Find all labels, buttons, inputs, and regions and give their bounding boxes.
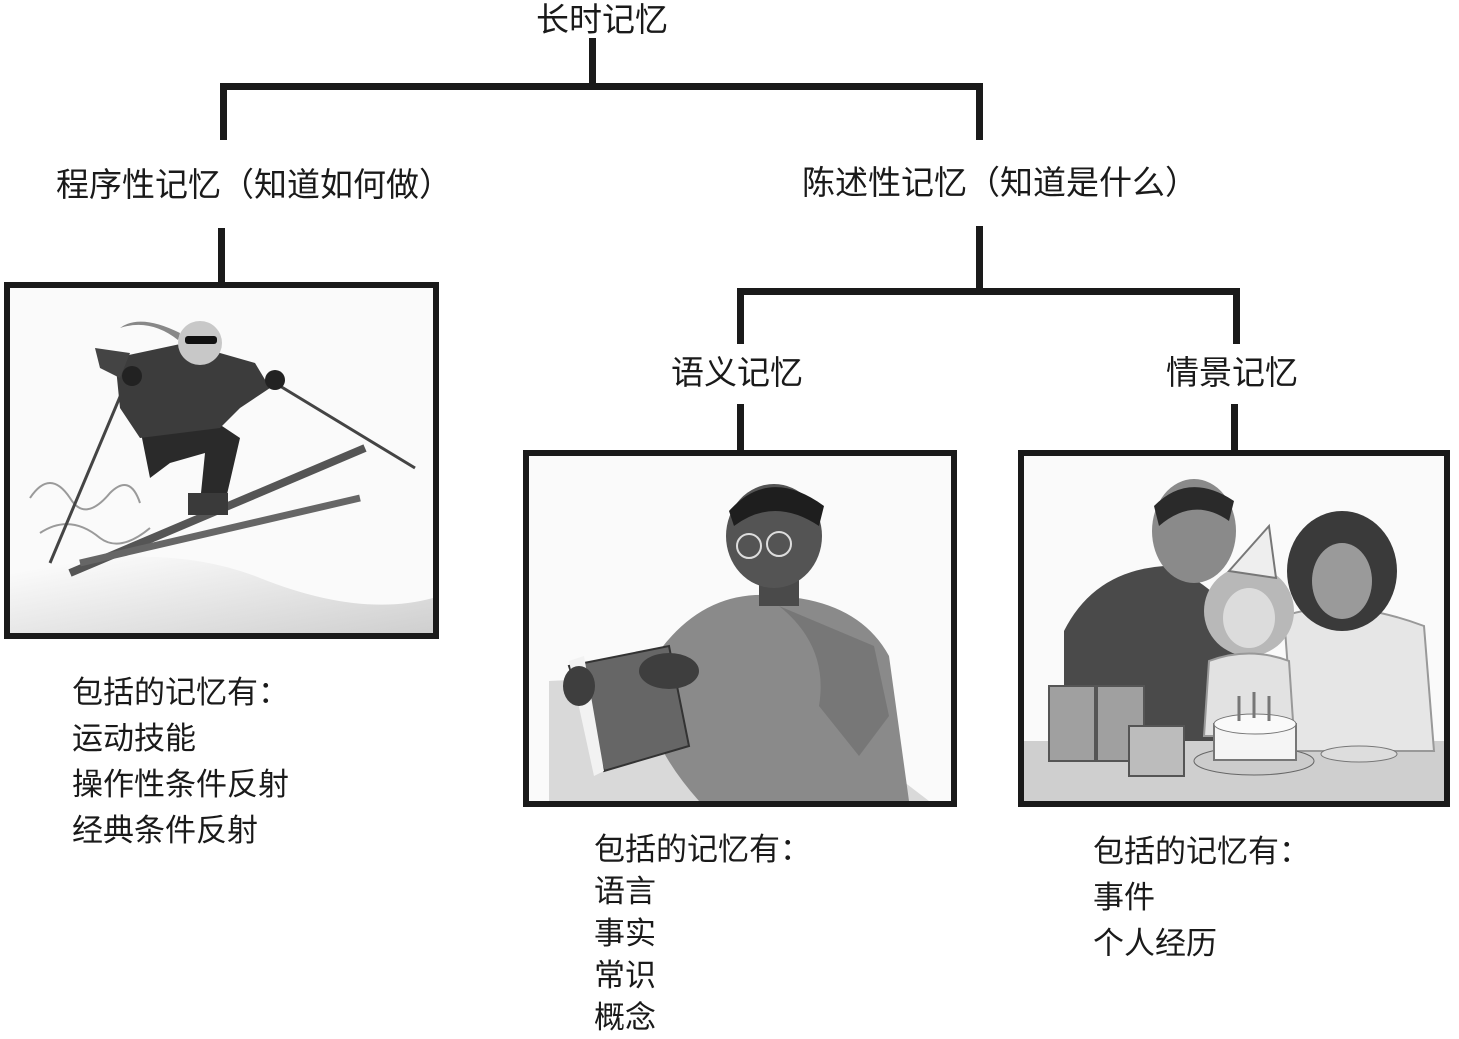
procedural-memory-list: 包括的记忆有： 运动技能 操作性条件反射 经典条件反射 (72, 670, 289, 854)
reader-drawing (549, 484, 929, 801)
connector-procedural-image (218, 228, 225, 284)
episodic-list-heading: 包括的记忆有： (1093, 834, 1310, 870)
birthday-drawing (1024, 479, 1444, 801)
skier-illustration (4, 282, 439, 639)
connector-root-stem (589, 38, 596, 84)
procedural-list-heading: 包括的记忆有： (72, 675, 289, 711)
family-birthday-illustration (1018, 450, 1450, 807)
connector-semantic-image (737, 404, 744, 452)
connector-semantic-drop (737, 288, 744, 344)
list-item: 事实 (594, 916, 656, 952)
declarative-memory-label: 陈述性记忆（知道是什么） (802, 163, 1198, 202)
list-item: 概念 (594, 1000, 656, 1036)
list-item: 操作性条件反射 (72, 767, 289, 803)
semantic-memory-label: 语义记忆 (671, 353, 803, 392)
connector-episodic-drop (1233, 288, 1240, 344)
procedural-memory-label: 程序性记忆（知道如何做） (56, 165, 452, 204)
list-item: 经典条件反射 (72, 813, 258, 849)
list-item: 事件 (1093, 880, 1155, 916)
connector-declarative-drop (976, 83, 983, 140)
semantic-memory-list: 包括的记忆有： 语言 事实 常识 概念 (594, 829, 811, 1039)
skier-drawing (10, 321, 433, 633)
root-label: 长时记忆 (536, 0, 668, 39)
connector-top-bar (220, 83, 983, 90)
list-item: 常识 (594, 958, 656, 994)
list-item: 运动技能 (72, 721, 196, 757)
list-item: 语言 (594, 874, 656, 910)
list-item: 个人经历 (1093, 926, 1217, 962)
connector-episodic-image (1231, 404, 1238, 452)
connector-declarative-bar (737, 288, 1240, 295)
connector-procedural-drop (220, 83, 227, 140)
man-reading-book-illustration (523, 450, 957, 807)
semantic-list-heading: 包括的记忆有： (594, 832, 811, 868)
episodic-memory-list: 包括的记忆有： 事件 个人经历 (1093, 829, 1310, 967)
episodic-memory-label: 情景记忆 (1166, 353, 1298, 392)
connector-declarative-stem (976, 226, 983, 290)
